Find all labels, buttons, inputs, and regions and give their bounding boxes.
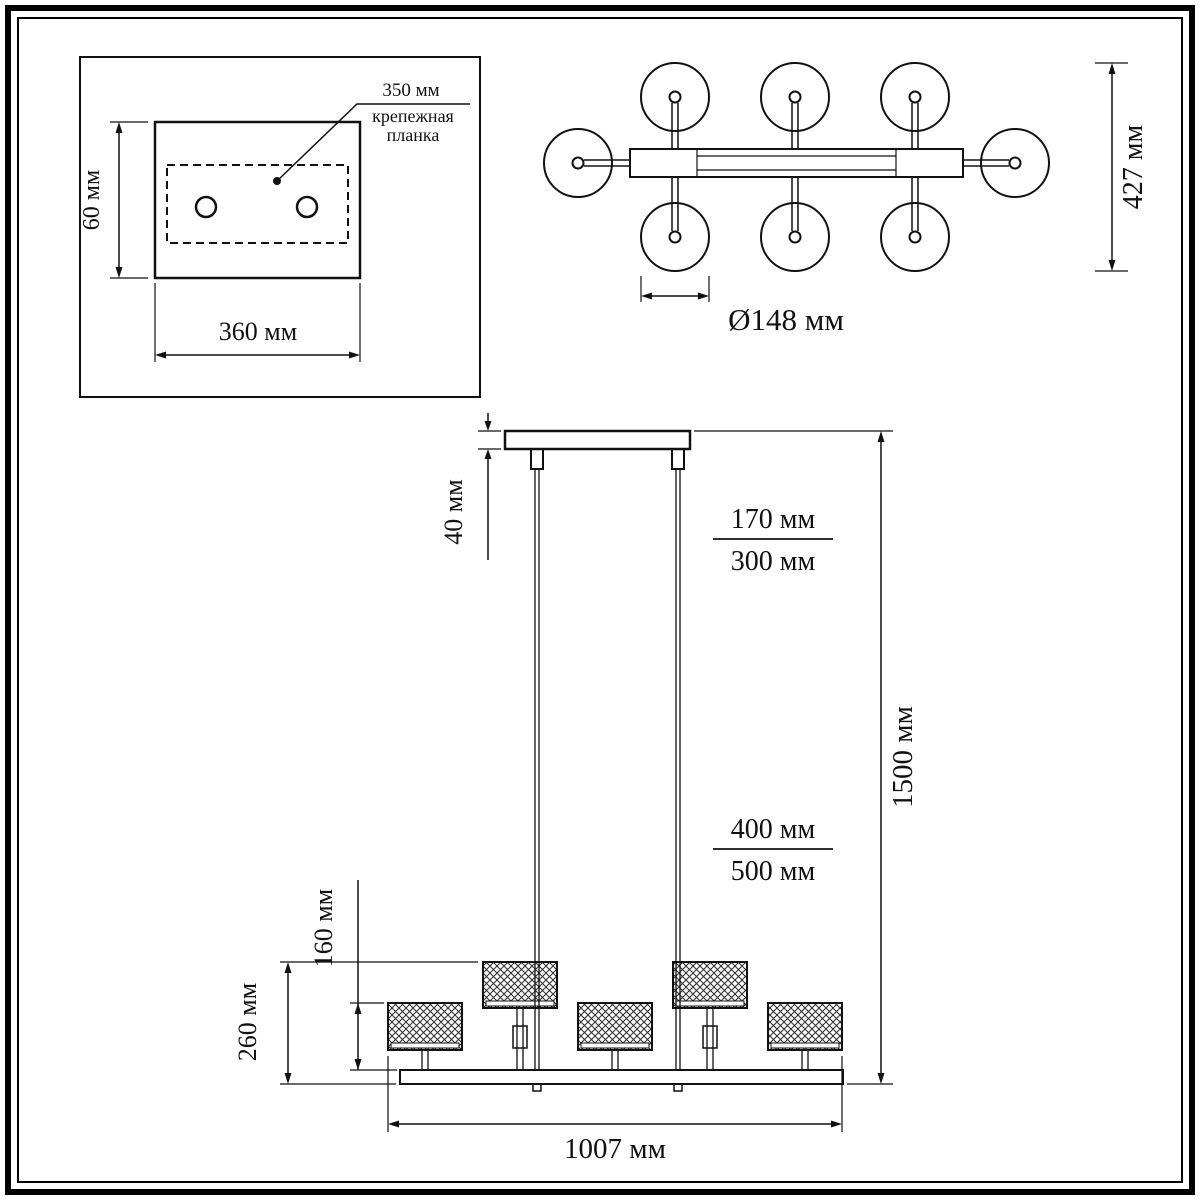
dim-1007: 1007 мм [387,1056,843,1165]
mounting-bracket-caption-2: планка [387,125,440,145]
canopy-plate-outline [153,120,362,280]
mounting-bracket-caption-1: крепежная [372,106,454,126]
mounting-bracket-dashed-outline [166,164,349,244]
dim-label-400: 400 мм [731,814,816,845]
mounting-plate-view: 350 мм крепежная планка 60 мм 360 мм [79,56,481,398]
dim-label-300: 300 мм [731,546,816,577]
dim-label-260: 260 мм [233,983,262,1061]
arm-nub-left [532,1083,542,1092]
top-view-bar [629,148,964,178]
dim-label-60: 60 мм [79,170,105,230]
top-view-bar-detail [696,149,897,177]
dim-160: 160 мм [309,880,397,1071]
bottom-row-shades [640,177,950,272]
fixture-arm [399,1069,844,1085]
dim-label-1007: 1007 мм [564,1133,666,1165]
front-view: 40 мм 170 мм 300 мм 400 мм 500 мм 1500 м [233,413,919,1165]
dim-40: 40 мм [439,413,501,560]
dim-label-360: 360 мм [219,317,297,346]
dim-360: 360 мм [154,283,361,362]
dim-label-1500: 1500 мм [887,706,919,808]
dim-label-350: 350 мм [382,80,439,101]
dim-60: 60 мм [79,121,148,279]
dim-1500: 1500 мм [694,430,919,1085]
callout-leader-line [276,103,470,182]
suspension-connector-left [530,448,544,470]
suspension-connector-right [671,448,685,470]
dim-260: 260 мм [233,961,478,1085]
suspension-rods [534,469,681,1070]
screw-hole-left [194,195,218,219]
dim-label-40: 40 мм [439,479,468,544]
front-lamps [387,1002,843,1070]
dim-427: 427 мм [1095,62,1149,272]
mounting-view-frame [79,56,481,398]
screw-hole-right [295,195,319,219]
rear-lamps [482,961,748,1070]
dim-label-500: 500 мм [731,856,816,887]
dim-label-160: 160 мм [309,889,338,967]
dim-label-427: 427 мм [1118,125,1149,210]
top-row-shades [640,62,950,149]
dim-label-170: 170 мм [731,504,816,535]
dim-148: Ø148 мм [640,276,844,337]
dim-label-148: Ø148 мм [728,302,844,337]
arm-nub-right [673,1083,683,1092]
dim-400-500: 400 мм 500 мм [713,814,833,887]
side-shades [543,128,1050,198]
top-view: 427 мм Ø148 мм [543,62,1149,337]
dim-170-300: 170 мм 300 мм [713,504,833,577]
ceiling-canopy [503,429,692,451]
